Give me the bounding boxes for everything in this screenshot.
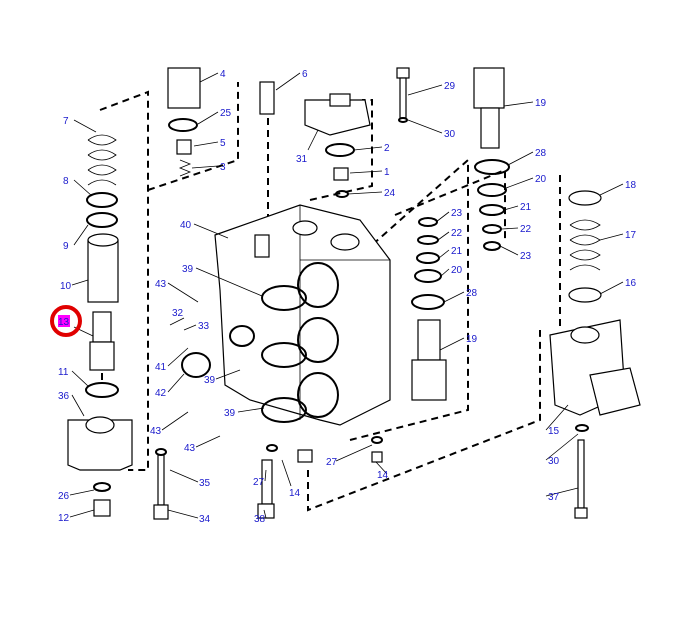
part-label[interactable]: 2	[384, 143, 390, 154]
left-stack-parts	[67, 134, 133, 517]
part-label[interactable]: 39	[204, 375, 216, 386]
part-label[interactable]: 28	[466, 288, 478, 299]
part-label[interactable]: 39	[224, 408, 236, 419]
part-label[interactable]: 14	[289, 488, 301, 499]
part-label[interactable]: 43	[150, 426, 162, 437]
part-label[interactable]: 27	[253, 477, 265, 488]
dashed-assembly-lines	[99, 82, 561, 512]
part-label[interactable]: 38	[254, 514, 266, 525]
part-label[interactable]: 30	[548, 456, 560, 467]
part-label[interactable]: 15	[548, 426, 560, 437]
part-labels: 4 6 29 19 25 5 3 7 30 31 2 1 28 24 8 20 …	[58, 69, 637, 525]
part-label[interactable]: 16	[625, 278, 637, 289]
part-label[interactable]: 40	[180, 220, 192, 231]
part-label[interactable]: 42	[155, 388, 167, 399]
part-label[interactable]: 20	[451, 265, 463, 276]
part-label[interactable]: 33	[198, 321, 210, 332]
part-label[interactable]: 35	[199, 478, 211, 489]
top-parts	[167, 67, 410, 198]
part-label[interactable]: 4	[220, 69, 226, 80]
part-label[interactable]: 21	[451, 246, 463, 257]
part-label[interactable]: 17	[625, 230, 637, 241]
part-label[interactable]: 18	[625, 180, 637, 191]
part-label-highlighted[interactable]: 13	[58, 317, 70, 328]
right-stack-parts	[411, 67, 641, 519]
part-label[interactable]: 43	[155, 279, 167, 290]
part-label[interactable]: 31	[296, 154, 308, 165]
valve-body	[181, 204, 391, 426]
part-label[interactable]: 14	[377, 470, 389, 481]
part-label[interactable]: 19	[535, 98, 547, 109]
part-label[interactable]: 41	[155, 362, 167, 373]
part-label[interactable]: 27	[326, 457, 338, 468]
leader-lines	[69, 72, 624, 519]
part-label[interactable]: 24	[384, 188, 396, 199]
part-label[interactable]: 5	[220, 138, 226, 149]
part-label[interactable]: 10	[60, 281, 72, 292]
part-label[interactable]: 26	[58, 491, 70, 502]
part-label[interactable]: 34	[199, 514, 211, 525]
part-label[interactable]: 36	[58, 391, 70, 402]
part-label[interactable]: 19	[466, 334, 478, 345]
part-label[interactable]: 1	[384, 167, 390, 178]
part-label[interactable]: 3	[220, 162, 226, 173]
part-label[interactable]: 7	[63, 116, 69, 127]
part-label[interactable]: 29	[444, 81, 456, 92]
highlight-box	[58, 315, 70, 327]
part-label[interactable]: 6	[302, 69, 308, 80]
part-label[interactable]: 20	[535, 174, 547, 185]
bottom-parts	[153, 436, 383, 520]
part-label[interactable]: 32	[172, 308, 184, 319]
part-label[interactable]: 22	[451, 228, 463, 239]
part-label[interactable]: 12	[58, 513, 70, 524]
part-label[interactable]: 43	[184, 443, 196, 454]
highlight-ring	[50, 305, 82, 337]
part-label[interactable]: 8	[63, 176, 69, 187]
part-label[interactable]: 25	[220, 108, 232, 119]
part-label[interactable]: 23	[451, 208, 463, 219]
part-label[interactable]: 11	[58, 367, 69, 378]
part-label[interactable]: 39	[182, 264, 194, 275]
part-label[interactable]: 23	[520, 251, 532, 262]
part-label[interactable]: 37	[548, 492, 560, 503]
part-label[interactable]: 30	[444, 129, 456, 140]
part-label[interactable]: 9	[63, 241, 69, 252]
part-label[interactable]: 22	[520, 224, 532, 235]
part-label[interactable]: 21	[520, 202, 532, 213]
part-label[interactable]: 28	[535, 148, 547, 159]
